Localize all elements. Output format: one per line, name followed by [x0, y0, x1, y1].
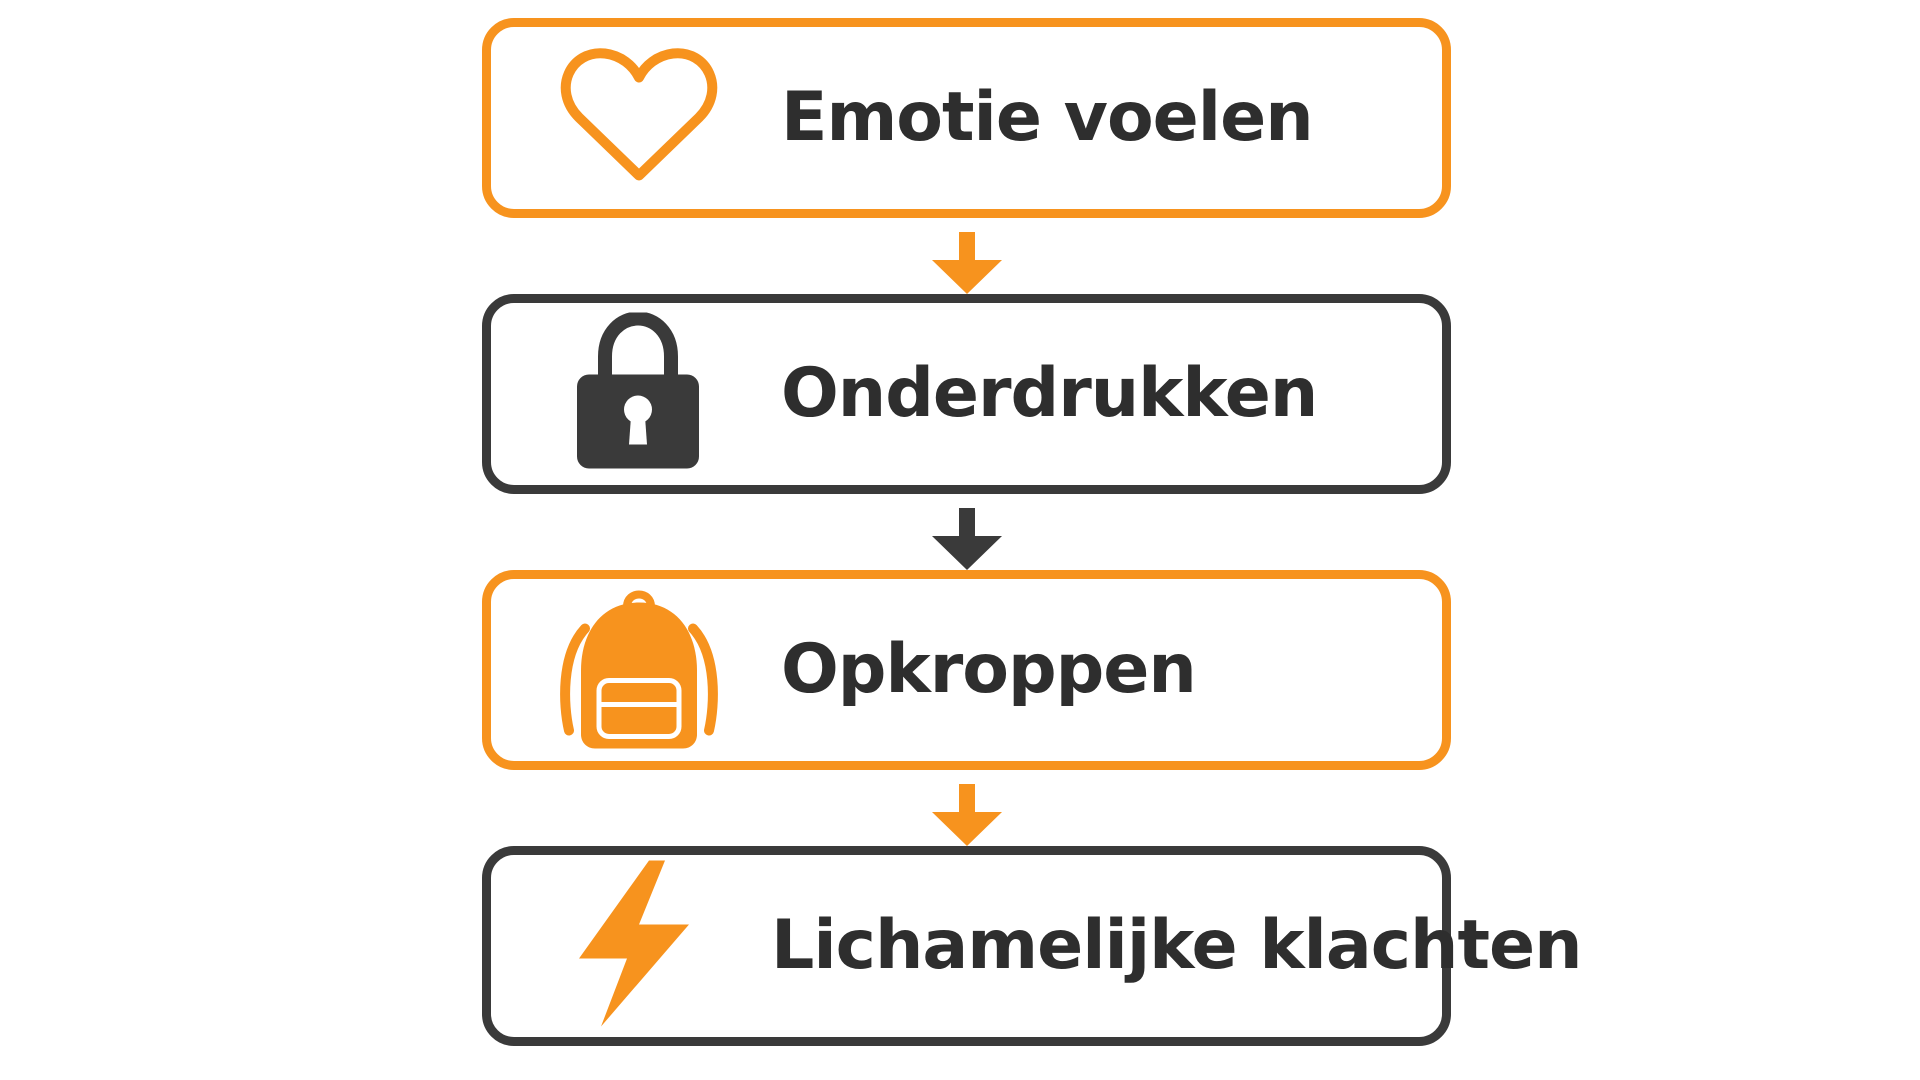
step-label: Lichamelijke klachten — [771, 906, 1583, 985]
step-box-onderdrukken: Onderdrukken — [482, 294, 1451, 494]
backpack-icon — [559, 585, 719, 756]
step-label: Onderdrukken — [781, 354, 1318, 433]
step-label: Emotie voelen — [781, 78, 1314, 157]
step-box-emotie-voelen: Emotie voelen — [482, 18, 1451, 218]
arrow-down-icon — [932, 232, 1002, 299]
step-box-lichamelijke-klachten: Lichamelijke klachten — [482, 846, 1583, 1046]
arrow-down-icon — [932, 508, 1002, 575]
padlock-icon — [575, 311, 701, 476]
step-box-opkroppen: Opkroppen — [482, 570, 1451, 770]
step-label: Opkroppen — [781, 630, 1197, 709]
arrow-down-icon — [932, 784, 1002, 851]
lightning-bolt-icon — [579, 860, 689, 1032]
heart-icon — [559, 46, 719, 191]
